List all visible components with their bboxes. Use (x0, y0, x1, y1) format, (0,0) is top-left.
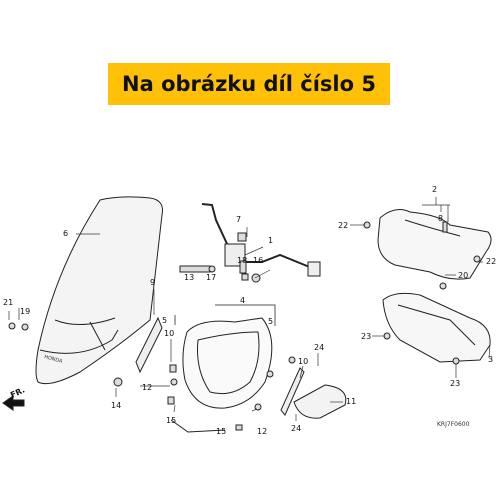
callout-3: 3 (488, 355, 493, 364)
callout-labels: 1 2 3 4 5 5 6 7 8 9 10 10 11 12 12 13 14… (3, 185, 496, 436)
callout-1: 1 (268, 236, 273, 245)
callout-15b: 15 (216, 427, 226, 436)
callout-15: 15 (166, 416, 176, 425)
fasteners (8, 221, 481, 431)
callout-2: 2 (432, 185, 437, 194)
callout-20: 20 (458, 271, 468, 280)
callout-12b: 12 (257, 427, 267, 436)
front-direction-arrow (2, 395, 25, 411)
diagram-reference-code: KRJ7F0600 (437, 421, 470, 428)
callout-21: 21 (3, 298, 13, 307)
callout-24: 24 (314, 343, 324, 352)
callout-14: 14 (111, 401, 121, 410)
callout-8: 8 (438, 214, 443, 223)
callout-13: 13 (184, 273, 194, 282)
handle-cover-lower-part (382, 292, 491, 363)
handle-cover-upper-part (377, 209, 492, 280)
callout-24b: 24 (291, 424, 301, 433)
callout-22b: 22 (486, 257, 496, 266)
callout-18: 18 (237, 256, 247, 265)
small-cover-part (293, 384, 347, 419)
callout-23b: 23 (450, 379, 460, 388)
front-direction-label: FR. (9, 385, 26, 399)
callout-23: 23 (361, 332, 371, 341)
handle-cover-inner-part (170, 304, 276, 433)
callout-11: 11 (346, 397, 356, 406)
leader-lines (8, 197, 491, 421)
callout-10: 10 (164, 329, 174, 338)
callout-9: 9 (150, 278, 155, 287)
windshield-part (35, 196, 163, 385)
banner-text: Na obrázku díl číslo 5 (122, 72, 376, 96)
side-strip-right-part (280, 367, 305, 416)
callout-10b: 10 (298, 357, 308, 366)
callout-7: 7 (236, 215, 241, 224)
side-strip-part (135, 316, 163, 374)
callout-4: 4 (240, 296, 245, 305)
callout-6: 6 (63, 229, 68, 238)
callout-5b: 5 (268, 317, 273, 326)
callout-17: 17 (206, 273, 216, 282)
callout-19: 19 (20, 307, 30, 316)
part-number-banner: Na obrázku díl číslo 5 (108, 63, 390, 105)
handlebar-part (201, 203, 321, 277)
brand-mark: HONDA (43, 354, 63, 365)
callout-5: 5 (162, 316, 167, 325)
callout-16: 16 (253, 256, 263, 265)
callout-12: 12 (142, 383, 152, 392)
callout-22: 22 (338, 221, 348, 230)
